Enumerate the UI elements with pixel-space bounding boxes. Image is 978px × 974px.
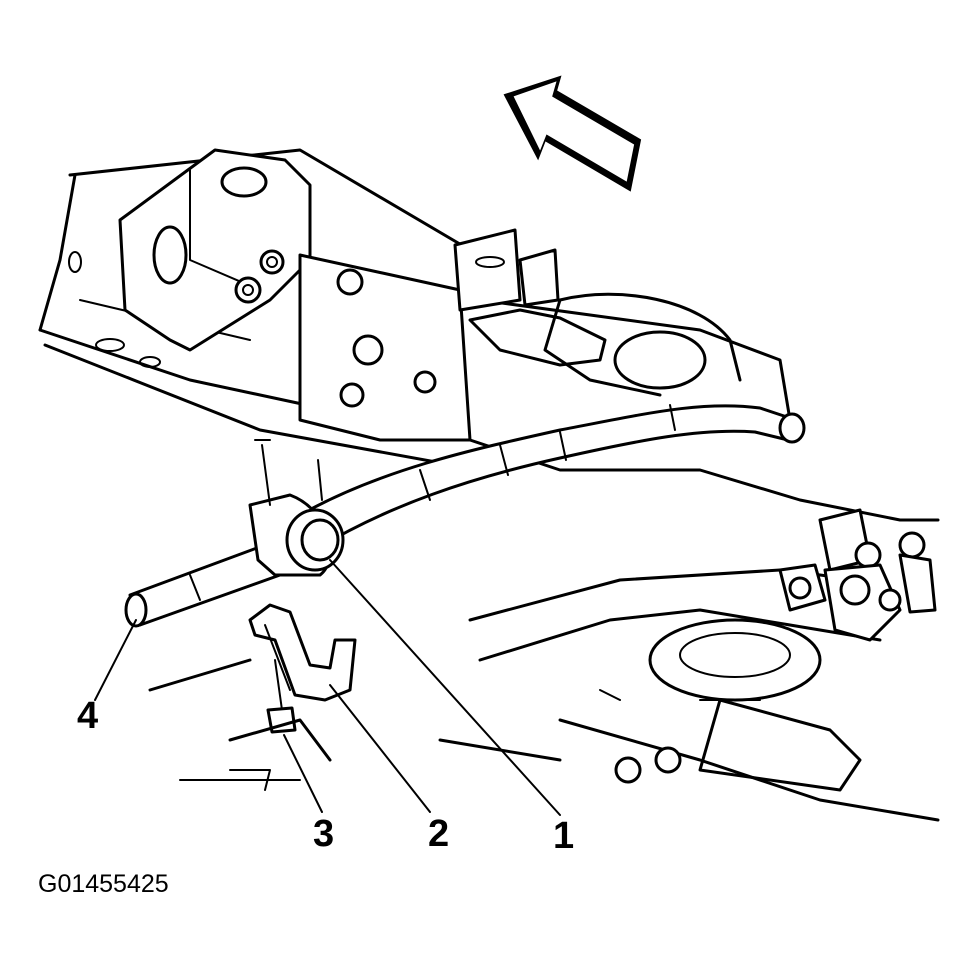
leader-lines	[94, 559, 561, 816]
lower-frame	[148, 658, 761, 791]
link-bracket	[778, 508, 937, 642]
leader-line-1	[329, 559, 561, 816]
leader-line-3	[283, 734, 323, 813]
forward-arrow-icon	[503, 75, 642, 192]
engine-mount-bracket	[118, 148, 312, 352]
callout-3: 3	[313, 813, 334, 855]
callout-1: 1	[553, 815, 574, 857]
upper-bolts	[254, 439, 323, 506]
leader-line-4	[94, 619, 137, 701]
figure-id: G01455425	[38, 870, 169, 898]
axle-assembly	[438, 292, 940, 822]
leader-line-2	[329, 684, 431, 813]
stabilizer-bushing	[248, 493, 345, 577]
crossmember-plate	[298, 228, 607, 442]
stabilizer-bar	[124, 404, 806, 628]
bushing-clamp	[248, 603, 357, 702]
callout-2: 2	[428, 813, 449, 855]
callout-4: 4	[77, 695, 98, 737]
